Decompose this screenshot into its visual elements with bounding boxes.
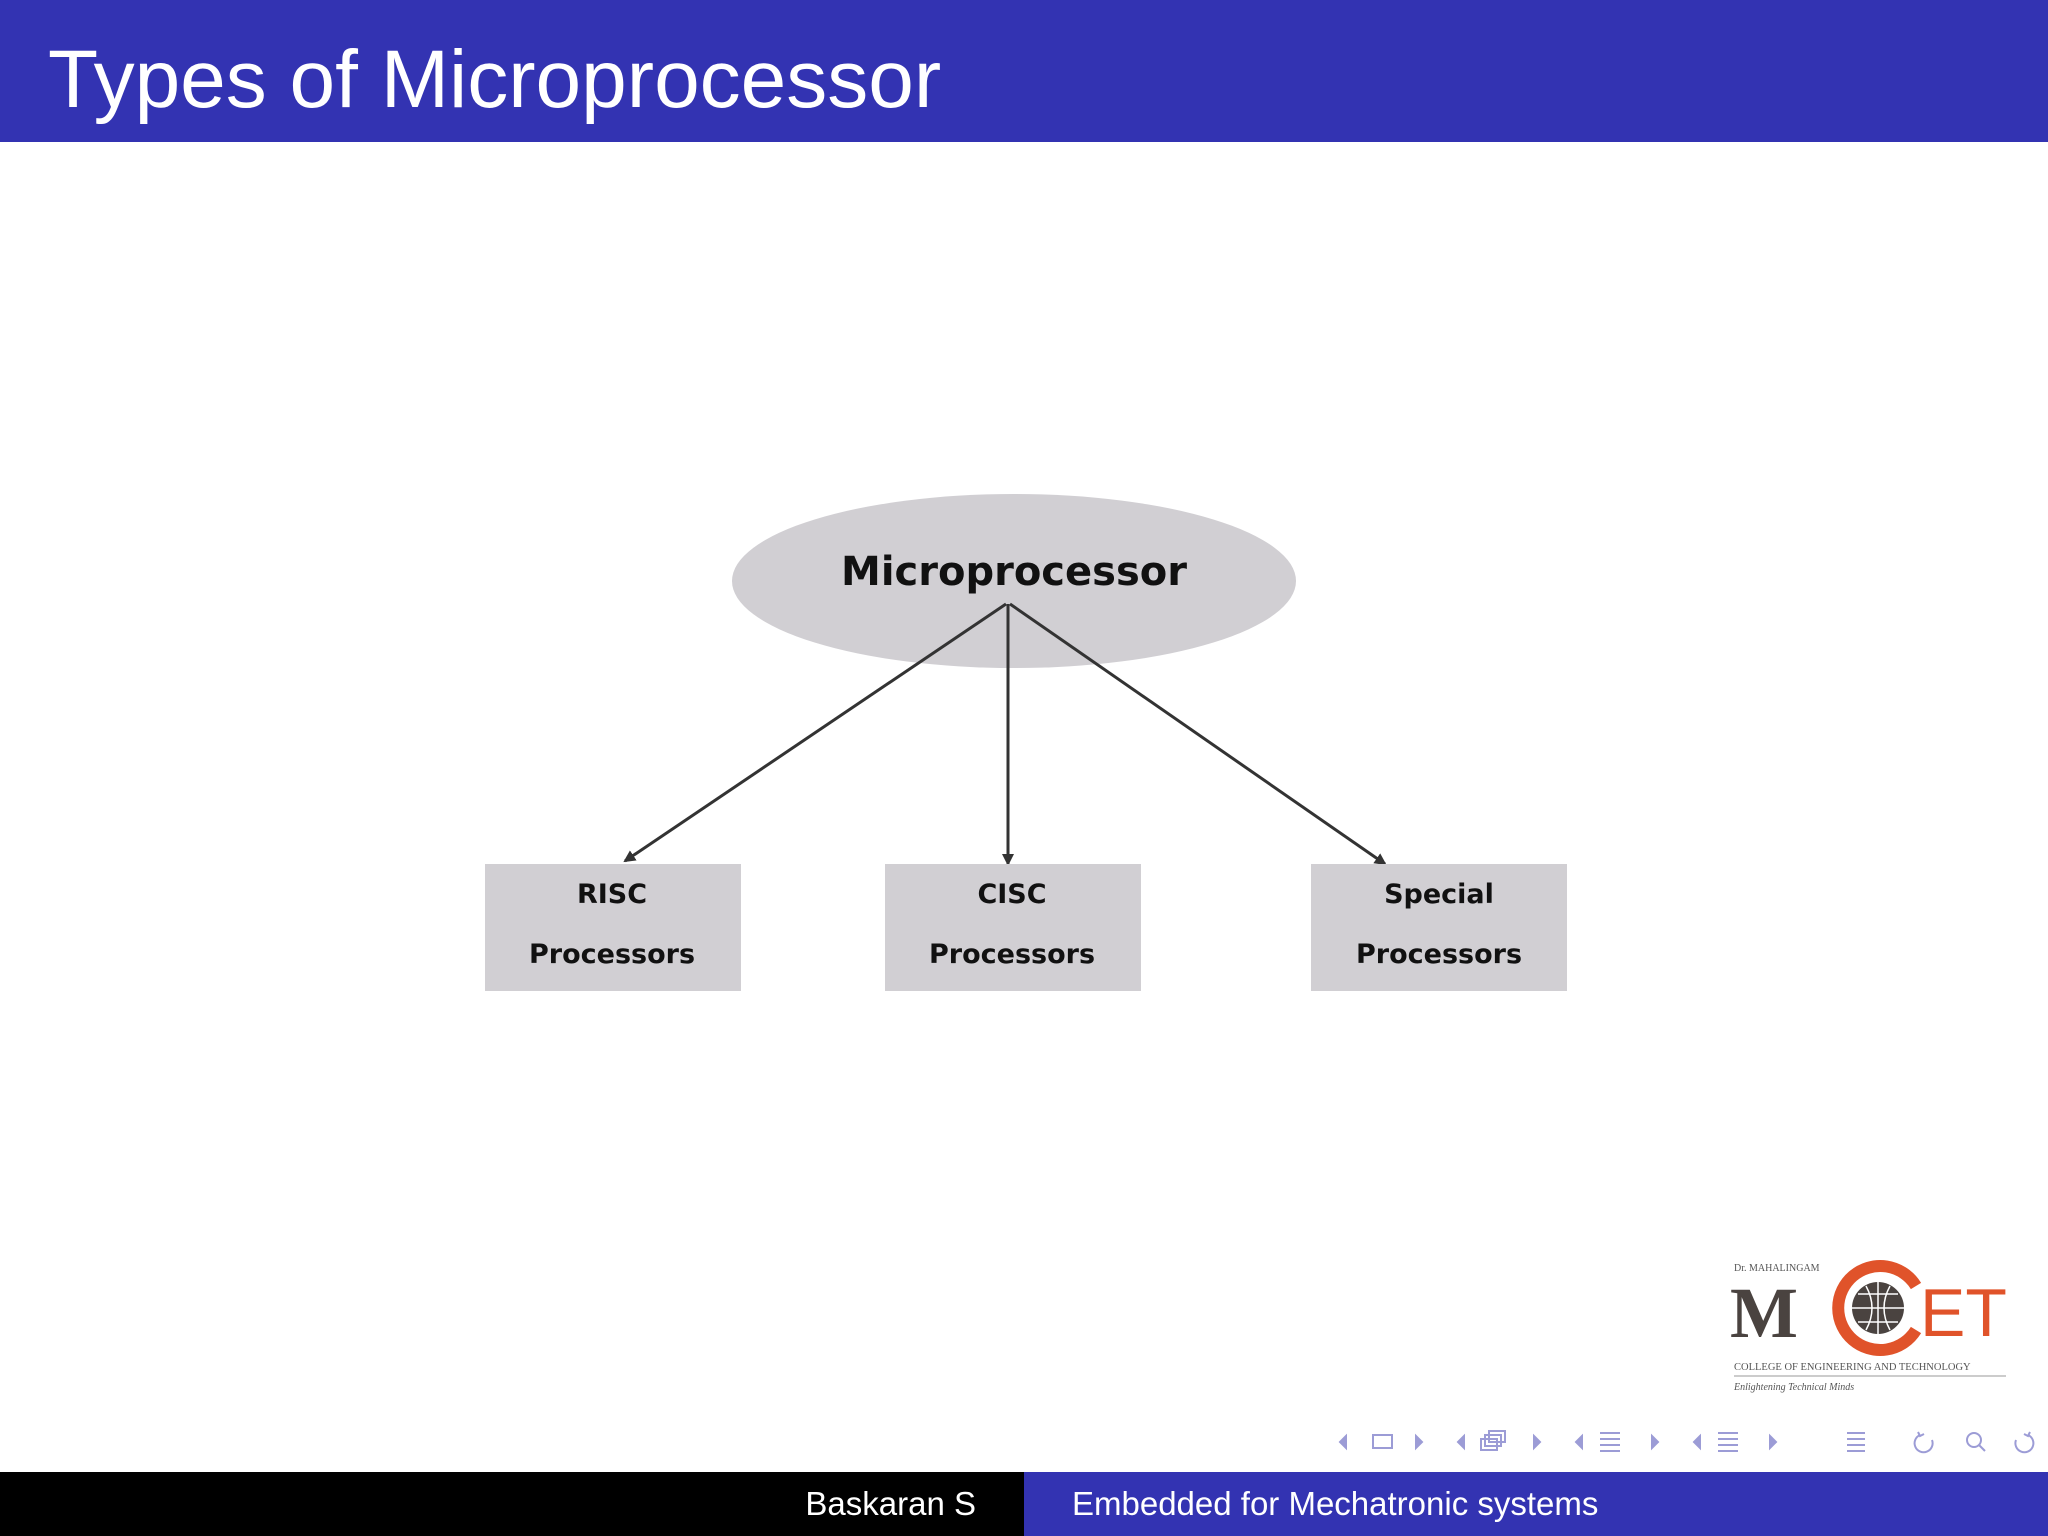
cisc-node-line1: CISC <box>977 879 1046 910</box>
footer-author: Baskaran S <box>0 1472 1024 1536</box>
nav-next-subsection-icon[interactable] <box>1533 1433 1542 1451</box>
nav-prev-frame-icon[interactable] <box>1338 1433 1347 1451</box>
title-bar: Types of Microprocessor <box>0 0 2048 142</box>
nav-forward-icon[interactable] <box>2014 1431 2035 1454</box>
logo-college-line: COLLEGE OF ENGINEERING AND TECHNOLOGY <box>1734 1362 1971 1373</box>
risc-node-line2: Processors <box>529 939 695 970</box>
arrow-to-special <box>1009 602 1387 866</box>
nav-toc-icon[interactable] <box>1718 1432 1738 1452</box>
special-node <box>1311 864 1567 991</box>
footer-course-title: Embedded for Mechatronic systems <box>1024 1472 2048 1536</box>
nav-next-section-icon[interactable] <box>1651 1433 1660 1451</box>
root-node <box>732 494 1296 668</box>
root-node-label: Microprocessor <box>841 549 1187 595</box>
cisc-node-line2: Processors <box>929 939 1095 970</box>
nav-frame-icon[interactable] <box>1372 1434 1393 1449</box>
risc-node <box>485 864 741 991</box>
globe-grid <box>1852 1282 1904 1334</box>
college-logo: Dr. MAHALINGAM M ET COLLEGE OF ENGINEERI… <box>1730 1260 2007 1393</box>
special-node-line2: Processors <box>1356 939 1522 970</box>
logo-brand-et: ET <box>1920 1275 2007 1351</box>
nav-prev-subsection-icon[interactable] <box>1456 1433 1465 1451</box>
logo-top-text: Dr. MAHALINGAM <box>1734 1263 1820 1274</box>
arrow-to-risc <box>623 602 1007 863</box>
nav-back-icon[interactable] <box>1913 1431 1934 1454</box>
nav-next-toc-icon[interactable] <box>1769 1433 1778 1451</box>
nav-prev-section-icon[interactable] <box>1574 1433 1583 1451</box>
nav-search-icon[interactable] <box>1966 1432 1986 1452</box>
logo-brand-m: M <box>1730 1273 1798 1353</box>
nav-subsection-icon[interactable] <box>1480 1430 1506 1451</box>
nav-section-icon[interactable] <box>1600 1432 1620 1452</box>
beamer-navigation-bar <box>1338 1430 2035 1454</box>
logo-c-arc <box>1832 1260 1922 1356</box>
logo-tagline: Enlightening Technical Minds <box>1733 1382 1854 1393</box>
slide-title: Types of Microprocessor <box>48 34 942 125</box>
cisc-node <box>885 864 1141 991</box>
nav-list-icon[interactable] <box>1847 1432 1865 1452</box>
risc-node-line1: RISC <box>577 879 647 910</box>
nav-prev-toc-icon[interactable] <box>1692 1433 1701 1451</box>
special-node-line1: Special <box>1384 879 1494 910</box>
footer-bar: Baskaran S Embedded for Mechatronic syst… <box>0 1472 2048 1536</box>
nav-next-frame-icon[interactable] <box>1415 1433 1424 1451</box>
